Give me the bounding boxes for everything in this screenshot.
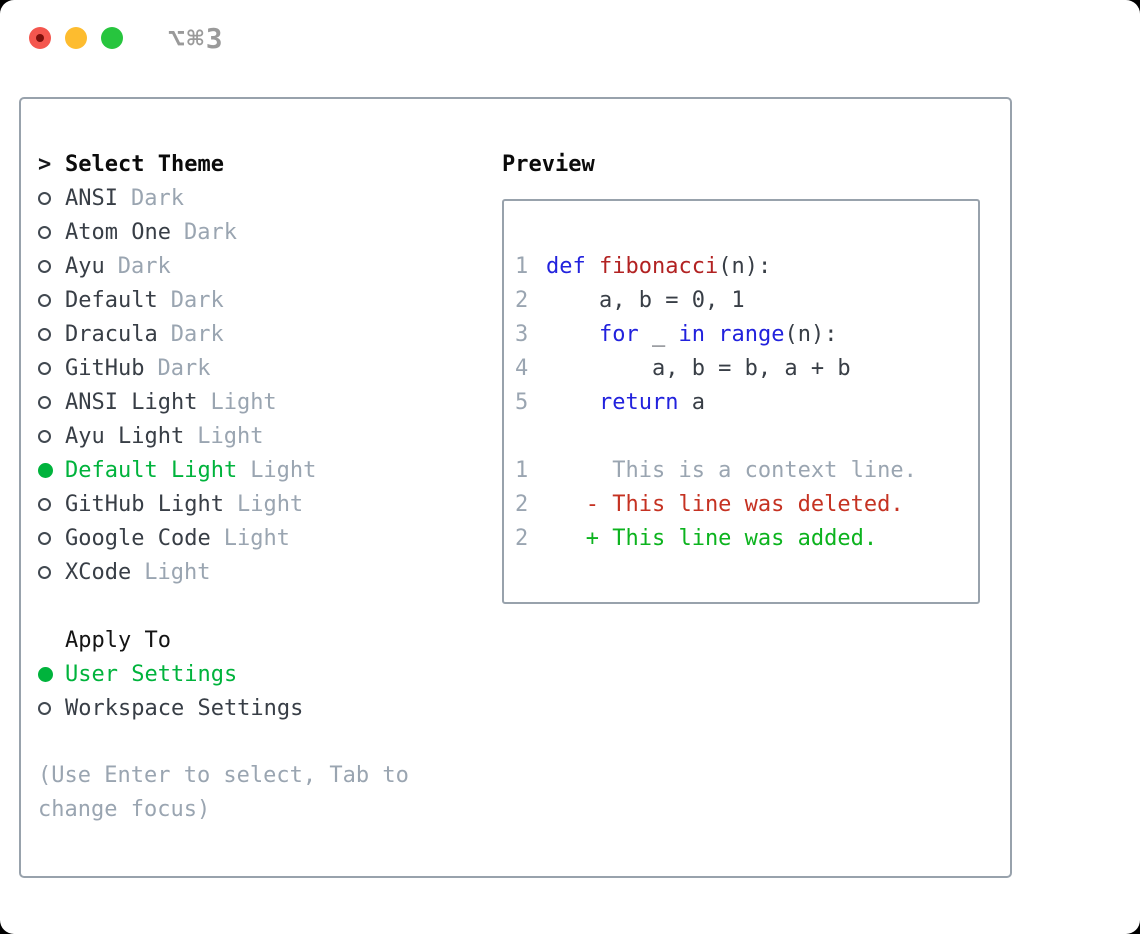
theme-name: Google Code (65, 525, 211, 551)
line-number: 2 (515, 491, 529, 517)
line-number: 2 (515, 525, 529, 551)
line-number: 3 (515, 321, 529, 347)
theme-option[interactable]: Ayu Light Light (38, 419, 450, 453)
radio-unselected-icon (38, 259, 65, 273)
theme-dialog: > Select Theme ANSI Dark Atom One Dark A… (19, 97, 1012, 878)
apply-to-option[interactable]: User Settings (38, 657, 450, 691)
preview-line: 1 This is a context line. (515, 457, 917, 483)
radio-unselected-icon (38, 497, 65, 511)
preview-line: 2 + This line was added. (515, 525, 878, 551)
theme-option[interactable]: GitHub Dark (38, 351, 450, 385)
window-shortcut-label: ⌥⌘3 (168, 22, 225, 55)
help-text: (Use Enter to select, Tab to change focu… (38, 763, 409, 822)
theme-variant: Light (197, 423, 264, 449)
maximize-button[interactable] (101, 27, 123, 49)
theme-option[interactable]: Ayu Dark (38, 249, 450, 283)
theme-name: GitHub Light (65, 491, 224, 517)
radio-unselected-icon (38, 395, 65, 409)
preview-line: 1 def fibonacci(n): (515, 253, 772, 279)
theme-variant: Light (236, 491, 304, 517)
theme-name: XCode (65, 559, 132, 585)
theme-name: Default Light (65, 457, 238, 483)
theme-name: Dracula (65, 321, 158, 347)
theme-variant: Dark (170, 287, 224, 313)
theme-variant: Dark (170, 321, 224, 347)
radio-unselected-icon (38, 701, 65, 715)
apply-to-list: User Settings Workspace Settings (38, 657, 450, 725)
theme-variant: Light (250, 457, 317, 483)
radio-unselected-icon (38, 429, 65, 443)
apply-to-title: Apply To (65, 627, 171, 653)
theme-name: Ayu Light (65, 423, 185, 449)
apply-to-option[interactable]: Workspace Settings (38, 691, 450, 725)
theme-name: ANSI Light (65, 389, 198, 415)
radio-unselected-icon (38, 191, 65, 205)
line-number: 4 (515, 355, 529, 381)
minimize-button[interactable] (65, 27, 87, 49)
theme-name: Ayu (65, 253, 105, 279)
preview-line: 2 a, b = 0, 1 (515, 287, 745, 313)
line-number: 1 (515, 253, 529, 279)
theme-option[interactable]: ANSI Dark (38, 181, 450, 215)
preview-line: 4 a, b = b, a + b (515, 355, 851, 381)
theme-variant: Dark (130, 185, 184, 211)
apply-to-label: Workspace Settings (65, 695, 304, 721)
theme-variant: Light (210, 389, 277, 415)
preview-column: Preview 1 def fibonacci(n): 2 a, b = 0, … (502, 147, 980, 604)
focus-caret-icon: > (38, 151, 52, 177)
preview-line: 2 - This line was deleted. (515, 491, 904, 517)
preview-title: Preview (502, 151, 595, 177)
theme-option[interactable]: Google Code Light (38, 521, 450, 555)
theme-option[interactable]: ANSI Light Light (38, 385, 450, 419)
radio-selected-icon (38, 462, 65, 478)
theme-column: > Select Theme ANSI Dark Atom One Dark A… (38, 147, 450, 827)
line-number: 5 (515, 389, 529, 415)
select-theme-header: > Select Theme (38, 147, 450, 181)
radio-unselected-icon (38, 361, 65, 375)
preview-line: 3 for _ in range(n): (515, 321, 838, 347)
theme-name: Atom One (65, 219, 171, 245)
apply-to-label: User Settings (65, 661, 238, 687)
theme-name: GitHub (65, 355, 145, 381)
radio-unselected-icon (38, 293, 65, 307)
theme-variant: Dark (183, 219, 237, 245)
apply-to-header: Apply To (38, 623, 450, 657)
theme-variant: Dark (117, 253, 171, 279)
theme-option[interactable]: GitHub Light Light (38, 487, 450, 521)
spacer (38, 589, 450, 623)
theme-name: Default (65, 287, 158, 313)
theme-option[interactable]: Default Dark (38, 283, 450, 317)
theme-option[interactable]: Dracula Dark (38, 317, 450, 351)
theme-variant: Dark (157, 355, 211, 381)
theme-list: ANSI Dark Atom One Dark Ayu Dark Default… (38, 181, 450, 589)
preview-pane: 1 def fibonacci(n): 2 a, b = 0, 1 3 for … (502, 199, 980, 604)
select-theme-title: Select Theme (65, 151, 224, 177)
preview-line: 5 return a (515, 389, 705, 415)
line-number: 2 (515, 287, 529, 313)
theme-variant: Light (144, 559, 211, 585)
radio-unselected-icon (38, 565, 65, 579)
radio-unselected-icon (38, 327, 65, 341)
theme-option[interactable]: XCode Light (38, 555, 450, 589)
theme-option[interactable]: Atom One Dark (38, 215, 450, 249)
theme-option[interactable]: Default Light Light (38, 453, 450, 487)
radio-unselected-icon (38, 225, 65, 239)
preview-header: Preview (502, 147, 980, 181)
line-number: 1 (515, 457, 529, 483)
close-button[interactable] (29, 27, 51, 49)
radio-unselected-icon (38, 531, 65, 545)
theme-name: ANSI (65, 185, 118, 211)
radio-selected-icon (38, 666, 65, 682)
theme-variant: Light (223, 525, 290, 551)
preview-code: 1 def fibonacci(n): 2 a, b = 0, 1 3 for … (515, 249, 978, 555)
close-dot-icon (36, 34, 44, 42)
preview-line (515, 419, 978, 453)
